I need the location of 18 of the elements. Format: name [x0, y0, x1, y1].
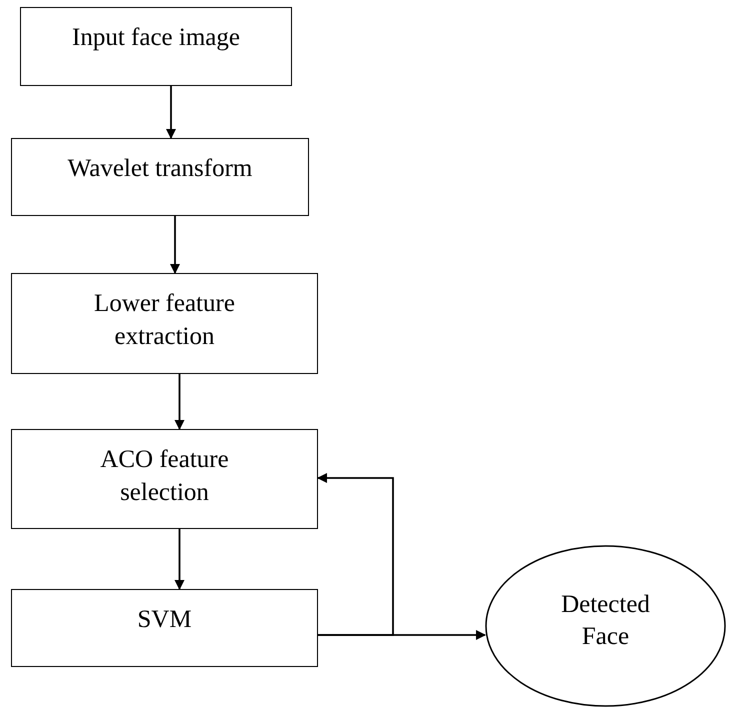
node-label: Input face image	[72, 23, 240, 53]
node-label: ACO feature selection	[99, 445, 230, 508]
process-box	[11, 138, 309, 216]
process-box	[20, 7, 292, 86]
arrow	[170, 216, 180, 274]
arrow	[318, 630, 486, 640]
node-label: Wavelet transform	[68, 154, 252, 184]
terminal-ellipse	[485, 545, 726, 707]
process-box	[11, 589, 318, 667]
process-box	[11, 429, 318, 529]
arrow	[174, 374, 184, 430]
node-label: Detected Face	[560, 590, 651, 652]
node-label: SVM	[137, 605, 192, 635]
arrow	[166, 86, 176, 139]
node-label: Lower feature extraction	[93, 289, 236, 352]
process-box	[11, 273, 318, 374]
arrow	[174, 529, 184, 590]
arrow	[317, 473, 394, 636]
